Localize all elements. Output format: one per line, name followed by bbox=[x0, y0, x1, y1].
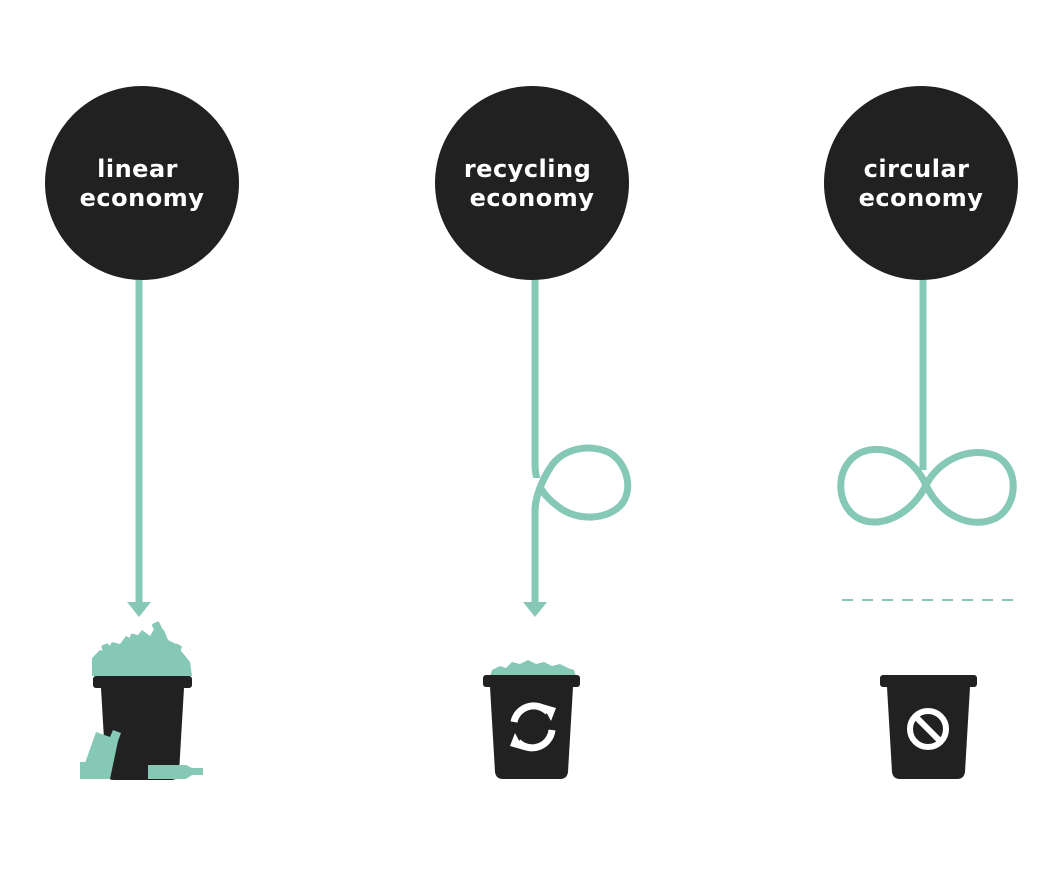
infinity-loop bbox=[837, 446, 1017, 526]
column-linear-economy: linear economy bbox=[45, 86, 239, 780]
column-recycling-economy: recycling economy bbox=[435, 86, 632, 779]
recycling-label-line1: recycling bbox=[464, 155, 591, 183]
recycling-flow-crossing bbox=[531, 466, 553, 513]
circular-economy-label: circular economy bbox=[859, 155, 984, 212]
recycling-economy-label: recycling economy bbox=[464, 155, 600, 212]
no-entry-icon bbox=[907, 708, 949, 750]
linear-label-line2: economy bbox=[80, 184, 205, 212]
recycle-icon bbox=[510, 702, 556, 752]
linear-flow-arrowhead bbox=[127, 602, 151, 617]
linear-economy-label: linear economy bbox=[80, 155, 205, 212]
column-circular-economy: circular economy bbox=[824, 86, 1018, 779]
spilled-bottle-right bbox=[148, 765, 203, 779]
circular-label-line2: economy bbox=[859, 184, 984, 212]
recycling-bin-contents bbox=[490, 660, 576, 676]
linear-waste-bin bbox=[93, 676, 192, 780]
circular-economy-node bbox=[824, 86, 1018, 280]
spilled-bottles bbox=[80, 730, 203, 779]
recycling-label-line2: economy bbox=[470, 184, 595, 212]
recycling-bin bbox=[483, 675, 580, 779]
circular-label-line1: circular bbox=[864, 155, 970, 183]
recycling-flow-line bbox=[531, 280, 632, 604]
recycling-economy-node bbox=[435, 86, 629, 280]
recycling-flow-arrowhead bbox=[523, 602, 547, 617]
linear-label-line1: linear bbox=[97, 155, 178, 183]
bottle-pile bbox=[92, 621, 192, 676]
linear-economy-node bbox=[45, 86, 239, 280]
